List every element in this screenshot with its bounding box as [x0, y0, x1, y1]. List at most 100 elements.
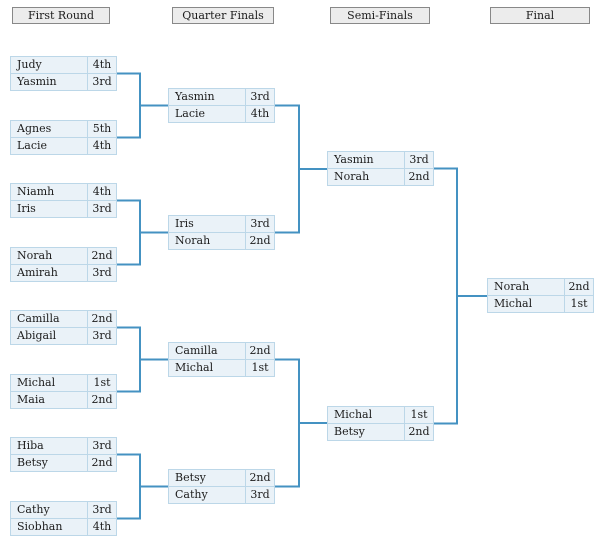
bracket-player-row: Yasmin 3rd [328, 152, 433, 168]
player-name: Camilla [175, 344, 218, 357]
bracket-player-row: Norah 2nd [488, 279, 593, 295]
match-r1-m5: Camilla 2nd Abigail 3rd [10, 310, 117, 345]
player-rank: 1st [245, 360, 274, 376]
bracket-player-row: Lacie 4th [169, 105, 274, 122]
bracket-player-row: Betsy 2nd [11, 454, 116, 471]
bracket-player-row: Michal 1st [11, 375, 116, 391]
bracket-player-row: Norah 2nd [328, 168, 433, 185]
match-sf1: Yasmin 3rd Norah 2nd [327, 151, 434, 186]
bracket-player-row: Cathy 3rd [11, 502, 116, 518]
player-name: Iris [175, 217, 194, 230]
player-name: Norah [17, 249, 53, 262]
player-name: Hiba [17, 439, 44, 452]
player-name: Lacie [175, 107, 206, 120]
bracket-player-row: Abigail 3rd [11, 327, 116, 344]
bracket-player-row: Iris 3rd [11, 200, 116, 217]
connector-line [117, 453, 168, 520]
bracket-player-row: Camilla 2nd [169, 343, 274, 359]
player-name: Cathy [175, 488, 208, 501]
round-header-final: Final [490, 7, 590, 24]
player-rank: 5th [87, 121, 116, 137]
match-qf3: Camilla 2nd Michal 1st [168, 342, 275, 377]
bracket-player-row: Michal 1st [488, 295, 593, 312]
player-name: Norah [175, 234, 211, 247]
connector-line [117, 199, 168, 266]
player-rank: 2nd [87, 455, 116, 471]
match-r1-m3: Niamh 4th Iris 3rd [10, 183, 117, 218]
player-rank: 3rd [87, 74, 116, 90]
player-name: Yasmin [17, 75, 57, 88]
round-header-semi-finals: Semi-Finals [330, 7, 430, 24]
connector-line [117, 72, 168, 139]
player-name: Michal [17, 376, 56, 389]
match-r1-m1: Judy 4th Yasmin 3rd [10, 56, 117, 91]
match-r1-m8: Cathy 3rd Siobhan 4th [10, 501, 117, 536]
player-rank: 4th [87, 138, 116, 154]
match-r1-m2: Agnes 5th Lacie 4th [10, 120, 117, 155]
player-rank: 2nd [245, 470, 274, 486]
player-rank: 2nd [404, 424, 433, 440]
player-name: Maia [17, 393, 45, 406]
player-rank: 2nd [245, 343, 274, 359]
player-rank: 2nd [245, 233, 274, 249]
player-rank: 4th [87, 519, 116, 535]
player-rank: 3rd [87, 438, 116, 454]
round-header-first-round: First Round [12, 7, 110, 24]
player-name: Michal [334, 408, 373, 421]
match-r1-m7: Hiba 3rd Betsy 2nd [10, 437, 117, 472]
bracket-player-row: Maia 2nd [11, 391, 116, 408]
match-r1-m6: Michal 1st Maia 2nd [10, 374, 117, 409]
connector-line [434, 167, 487, 425]
player-rank: 3rd [404, 152, 433, 168]
player-name: Iris [17, 202, 36, 215]
player-name: Michal [175, 361, 214, 374]
player-name: Yasmin [175, 90, 215, 103]
bracket-player-row: Amirah 3rd [11, 264, 116, 281]
player-name: Siobhan [17, 520, 63, 533]
bracket-player-row: Yasmin 3rd [169, 89, 274, 105]
connector-line [275, 358, 327, 488]
bracket-player-row: Iris 3rd [169, 216, 274, 232]
player-rank: 4th [87, 184, 116, 200]
player-rank: 2nd [87, 392, 116, 408]
bracket-player-row: Siobhan 4th [11, 518, 116, 535]
bracket-player-row: Hiba 3rd [11, 438, 116, 454]
bracket-player-row: Betsy 2nd [169, 470, 274, 486]
connector-line [275, 104, 327, 234]
player-name: Betsy [17, 456, 48, 469]
bracket-player-row: Norah 2nd [169, 232, 274, 249]
player-name: Niamh [17, 185, 55, 198]
bracket-player-row: Agnes 5th [11, 121, 116, 137]
player-rank: 3rd [87, 201, 116, 217]
player-name: Lacie [17, 139, 48, 152]
player-name: Judy [17, 58, 42, 71]
player-rank: 3rd [87, 328, 116, 344]
bracket-player-row: Betsy 2nd [328, 423, 433, 440]
player-rank: 1st [564, 296, 593, 312]
player-rank: 3rd [245, 487, 274, 503]
player-rank: 2nd [87, 248, 116, 264]
bracket-player-row: Lacie 4th [11, 137, 116, 154]
connector-line [117, 326, 168, 393]
player-rank: 2nd [564, 279, 593, 295]
player-rank: 3rd [245, 89, 274, 105]
player-name: Agnes [17, 122, 52, 135]
player-rank: 3rd [87, 265, 116, 281]
player-rank: 3rd [245, 216, 274, 232]
player-name: Michal [494, 297, 533, 310]
bracket-player-row: Cathy 3rd [169, 486, 274, 503]
player-rank: 4th [87, 57, 116, 73]
player-rank: 1st [87, 375, 116, 391]
bracket-player-row: Norah 2nd [11, 248, 116, 264]
player-name: Norah [494, 280, 530, 293]
bracket-player-row: Judy 4th [11, 57, 116, 73]
match-r1-m4: Norah 2nd Amirah 3rd [10, 247, 117, 282]
match-sf2: Michal 1st Betsy 2nd [327, 406, 434, 441]
match-qf1: Yasmin 3rd Lacie 4th [168, 88, 275, 123]
player-rank: 3rd [87, 502, 116, 518]
match-final: Norah 2nd Michal 1st [487, 278, 594, 313]
player-name: Cathy [17, 503, 50, 516]
player-name: Yasmin [334, 153, 374, 166]
player-rank: 2nd [404, 169, 433, 185]
